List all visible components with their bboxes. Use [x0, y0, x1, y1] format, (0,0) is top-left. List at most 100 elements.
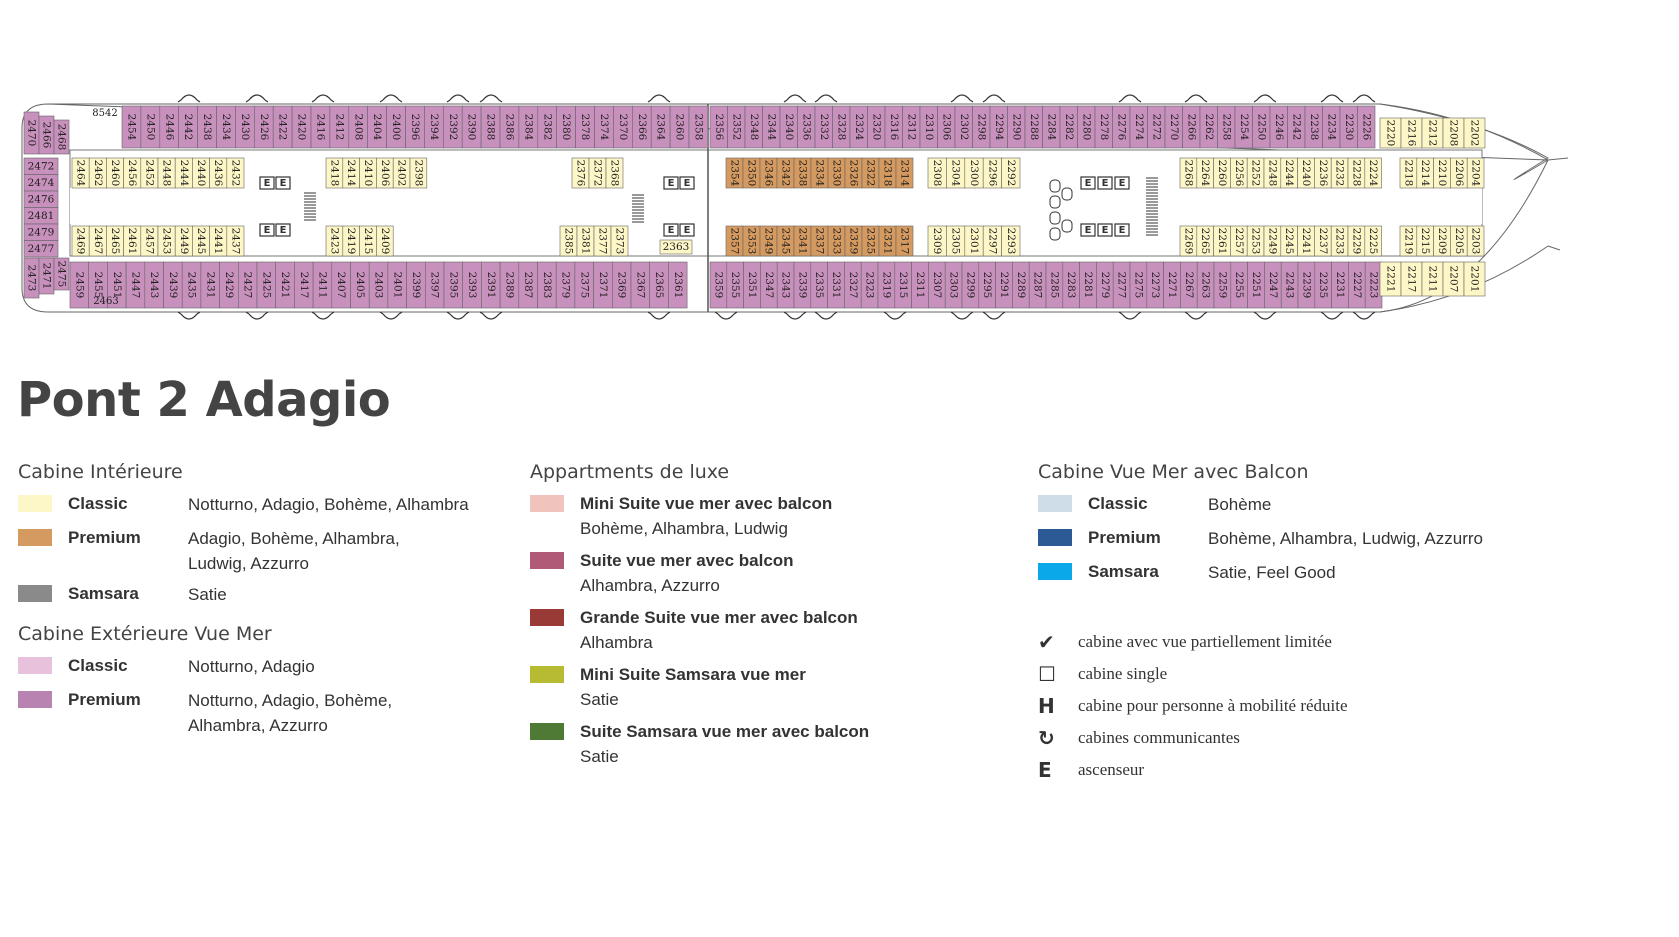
handicap-icon: H [1038, 694, 1055, 718]
elevator-letter: E [1119, 225, 1126, 236]
cabin-number: 2280 [1080, 114, 1092, 141]
cabin-number: 2342 [780, 160, 792, 187]
cabin: 2268 [1179, 157, 1198, 189]
cabin: 2206 [1450, 157, 1468, 189]
cabin-number: 2249 [1266, 228, 1278, 255]
cabin-number: 2477 [28, 243, 55, 255]
legend-name: Suite Samsara vue mer avec balcon [580, 722, 870, 741]
connecting-cabins-icon [817, 94, 835, 101]
cabin: 2361 [668, 261, 688, 309]
cabin: 2291 [995, 261, 1013, 309]
cabin-number: 2369 [616, 272, 628, 299]
elevator-box [663, 176, 679, 190]
legend-name: Grande Suite vue mer avec balcon [580, 608, 858, 627]
cabin: 2380 [556, 105, 576, 149]
cabin: 2276 [1112, 105, 1131, 149]
cabin: 2388 [480, 105, 501, 149]
cabin-number: 2201 [1469, 266, 1481, 293]
connecting-arrowhead [714, 311, 738, 315]
cabin-number: 2457 [143, 228, 155, 255]
legend-name: Classic [68, 494, 128, 513]
cabin-number: 2265 [1199, 228, 1211, 255]
cabin-number: 2288 [1028, 114, 1040, 141]
cabin-number: 2328 [835, 114, 847, 141]
cabin-number: 2320 [870, 114, 882, 141]
cabin: 2385 [559, 225, 578, 257]
cabin-number: 2285 [1048, 272, 1060, 299]
legend-name: Premium [1088, 528, 1161, 547]
legend-desc: Bohème, Alhambra, Ludwig [580, 519, 788, 538]
cabin-box [1001, 157, 1021, 189]
connecting-arrowhead [950, 99, 974, 103]
cabin-number: 2250 [1255, 114, 1267, 141]
cabin-number: 2336 [800, 114, 812, 141]
elevator-icon: E [679, 176, 695, 190]
cabin-number: 2363 [663, 241, 690, 253]
connecting-cabins-icon [1323, 313, 1341, 320]
connecting-cabins-icon [382, 94, 400, 101]
cabin-number: 2421 [279, 272, 291, 299]
cabin-number: 2333 [831, 228, 843, 255]
elevator-box [1097, 176, 1113, 190]
lounge-seat-icon [1061, 219, 1073, 233]
cabin: 2363 [659, 239, 693, 255]
connecting-cabins-icon [650, 94, 668, 101]
symbol-label: cabines communicantes [1078, 728, 1240, 747]
cabin-number: 2359 [712, 272, 724, 299]
cabin-number: 2386 [503, 114, 515, 141]
cabin: 2330 [827, 157, 846, 189]
cabin-number: 2367 [634, 272, 646, 299]
cabin: 2396 [405, 105, 425, 149]
legend-name: Classic [1088, 494, 1148, 513]
cabin: 2454 [121, 105, 142, 149]
cabin-number: 2326 [848, 160, 860, 187]
cabin-number: 2412 [333, 114, 345, 141]
cabin-number: 2464 [75, 160, 87, 187]
cabin: 2264 [1196, 157, 1214, 189]
legend-name: Classic [68, 656, 128, 675]
cabin: 2432 [226, 157, 245, 189]
cabin-number: 2207 [1448, 266, 1460, 293]
cabin: 2441 [209, 225, 228, 257]
symbol-label: cabine single [1078, 664, 1168, 683]
cabin-number: 2292 [1005, 160, 1017, 187]
elevator-letter: E [1102, 178, 1109, 189]
cabin: 2348 [744, 105, 763, 149]
cabin: 2444 [174, 157, 193, 189]
cabin: 2274 [1129, 105, 1148, 149]
cabin-number: 2415 [362, 228, 374, 255]
legend-swatch [1038, 563, 1072, 580]
cabin-number: 2318 [882, 160, 894, 187]
cabin-number: 2261 [1216, 228, 1228, 255]
connecting-cabins-icon [786, 313, 804, 320]
cabin: 2417 [294, 261, 314, 309]
cabin-number: 2438 [201, 114, 213, 141]
connecting-arrowhead [1352, 99, 1376, 103]
connecting-arrowhead [1118, 311, 1142, 315]
cabin-number: 2216 [1406, 120, 1418, 147]
elevator-letter: E [668, 178, 675, 189]
cabin-number: 2358 [692, 114, 704, 141]
cabin-number: 2283 [1065, 272, 1077, 299]
cabin-number: 2218 [1402, 160, 1414, 187]
cabin-number: 2311 [914, 272, 926, 299]
cabin-number: 2319 [880, 272, 892, 299]
cabin-number: 2217 [1406, 266, 1418, 293]
cabin-box [659, 239, 693, 255]
cabin-number: 2475 [56, 261, 68, 288]
legend-swatch [530, 723, 564, 740]
cabin: 2327 [844, 261, 862, 309]
cabin-box [409, 157, 428, 189]
cabin-number: 2331 [830, 272, 842, 299]
lounge-seat-icon [1049, 227, 1061, 241]
connecting-cabins-icon [1187, 313, 1205, 320]
symbol-row: ☐ cabine single [1038, 658, 1638, 690]
legend-swatch [530, 609, 564, 626]
single-cabin-icon: ☐ [1038, 662, 1056, 686]
cabin-number: 2416 [314, 114, 326, 141]
cabin-number: 2215 [1419, 228, 1431, 255]
